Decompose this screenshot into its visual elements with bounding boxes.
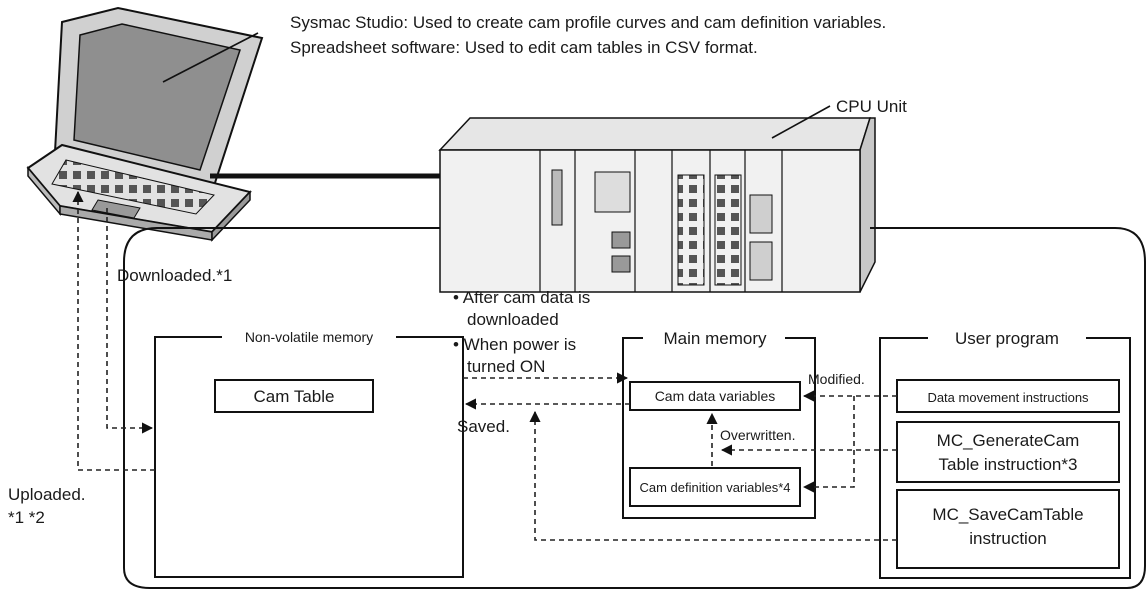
load-condition-1a: • After cam data is xyxy=(453,288,590,307)
user-program-title: User program xyxy=(955,329,1059,348)
save-cam-box xyxy=(896,489,1120,569)
cam-def-vars-box xyxy=(629,467,801,507)
uploaded-label-1: Uploaded. xyxy=(8,485,86,504)
save-cam-line-1: MC_SaveCamTable xyxy=(932,505,1083,524)
save-instruction-arrow xyxy=(529,410,897,541)
modify-def-vars-arrow xyxy=(802,396,855,493)
cam-table-label: Cam Table xyxy=(254,387,335,406)
cam-table-box xyxy=(214,379,374,413)
plc-unit-icon xyxy=(438,105,876,293)
header-line-1: Sysmac Studio: Used to create cam profil… xyxy=(290,13,886,32)
modified-label: Modified. xyxy=(808,371,865,387)
load-condition-1b: downloaded xyxy=(467,310,559,329)
generate-cam-line-2: Table instruction*3 xyxy=(939,455,1078,474)
header-line-2: Spreadsheet software: Used to edit cam t… xyxy=(290,38,758,57)
upload-arrow xyxy=(72,190,155,471)
download-arrow xyxy=(106,208,154,434)
nonvolatile-memory-title: Non-volatile memory xyxy=(245,329,373,345)
data-move-label: Data movement instructions xyxy=(927,390,1089,405)
laptop-icon xyxy=(26,6,264,242)
cam-data-vars-box xyxy=(629,381,801,411)
load-condition-2a: • When power is xyxy=(453,335,576,354)
cam-def-vars-label: Cam definition variables*4 xyxy=(639,480,790,495)
generate-cam-box xyxy=(896,421,1120,483)
cam-data-vars-label: Cam data variables xyxy=(655,388,776,404)
overwritten-label: Overwritten. xyxy=(720,427,795,443)
save-cam-line-2: instruction xyxy=(969,529,1046,548)
generate-cam-line-1: MC_GenerateCam xyxy=(937,431,1080,450)
nonvolatile-memory-box xyxy=(154,336,464,578)
load-condition-2b: turned ON xyxy=(467,357,545,376)
main-memory-title: Main memory xyxy=(664,329,767,348)
saved-label: Saved. xyxy=(457,417,510,436)
cpu-unit-label: CPU Unit xyxy=(836,97,907,116)
controller-frame xyxy=(123,227,1146,589)
uploaded-label-2: *1 *2 xyxy=(8,508,45,527)
downloaded-label: Downloaded.*1 xyxy=(117,266,232,285)
